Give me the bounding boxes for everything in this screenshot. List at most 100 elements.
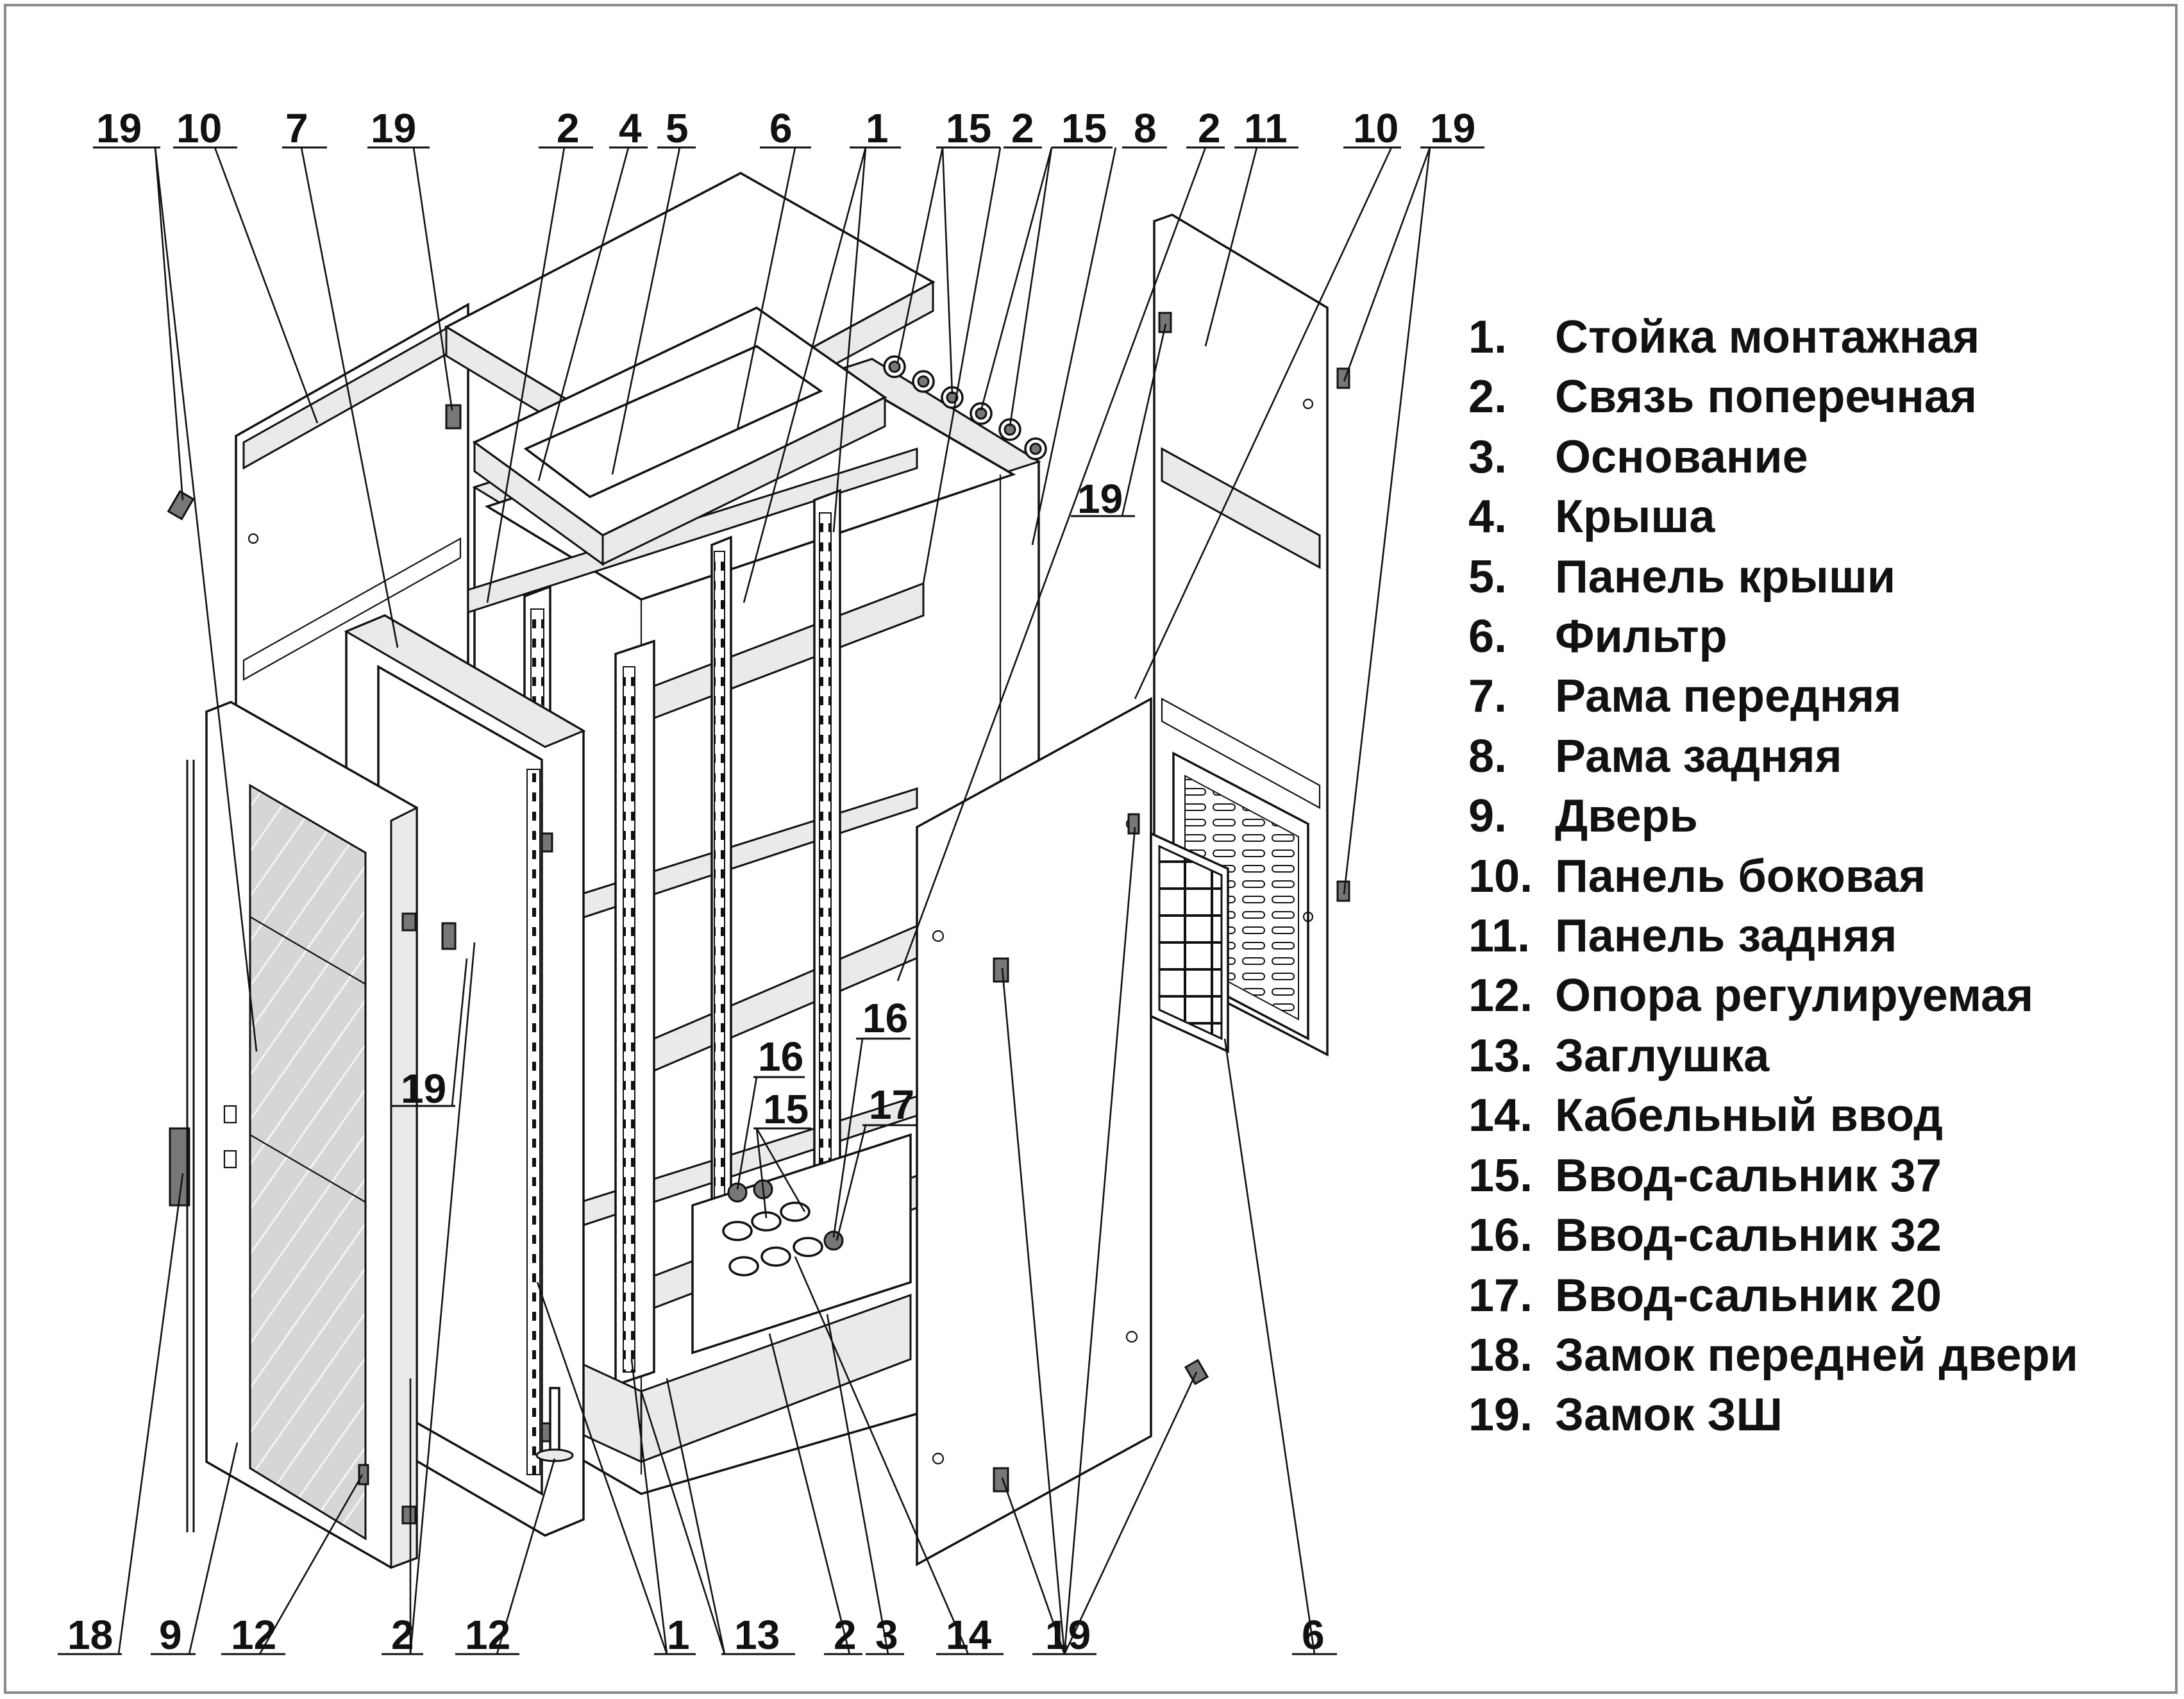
- callout-mid-15: 15: [763, 1086, 809, 1132]
- callouts-top: 19 10 7 19 2 4 5 6 1 15 2 15 8 2 11 10 1…: [93, 105, 1484, 151]
- legend-item-9: 9. Дверь: [1468, 787, 2078, 846]
- side-panel-right: [916, 697, 1209, 1566]
- callout-top-3: 7: [285, 105, 308, 151]
- legend-num: 2.: [1468, 371, 1508, 423]
- legend-item-7: 7. Рама передняя: [1468, 667, 2078, 726]
- front-door: [169, 701, 418, 1569]
- callout-bottom-14: 14: [946, 1612, 992, 1658]
- callout-bottom-1: 1: [667, 1612, 690, 1658]
- callouts-bottom: 18 9 12 2 12 1 13 2 3 14 19 6: [58, 1612, 1337, 1658]
- callout-top-15: 11: [1244, 105, 1288, 151]
- callout-bottom-9: 9: [159, 1612, 182, 1658]
- legend-item-14: 14. Кабельный ввод: [1468, 1086, 2078, 1146]
- legend-item-3: 3. Основание: [1468, 428, 2078, 487]
- legend-text: Рама задняя: [1555, 730, 1842, 782]
- legend-num: 6.: [1468, 611, 1508, 663]
- callout-top-10: 15: [946, 105, 991, 151]
- legend-text: Кабельный ввод: [1555, 1090, 1943, 1142]
- parts-legend: 1. Стойка монтажная 2.Связь поперечная 3.…: [1468, 308, 2078, 1446]
- legend-num: 19.: [1468, 1389, 1533, 1441]
- legend-item-15: 15. Ввод-сальник 37: [1468, 1146, 2078, 1206]
- legend-item-4: 4. Крыша: [1468, 487, 2078, 547]
- legend-item-2: 2.Связь поперечная: [1468, 367, 2078, 427]
- legend-text: Фильтр: [1555, 611, 1727, 663]
- legend-item-10: 10. Панель боковая: [1468, 847, 2078, 907]
- cabinet-frame: [467, 358, 1041, 1495]
- callout-bottom-12a: 12: [231, 1612, 276, 1658]
- legend-num: 17.: [1468, 1269, 1533, 1321]
- callout-mid-17: 17: [869, 1082, 914, 1128]
- legend-item-18: 18. Замок передней двери: [1468, 1326, 2078, 1385]
- legend-num: 15.: [1468, 1150, 1533, 1201]
- legend-text: Заглушка: [1555, 1030, 1770, 1082]
- callout-mid-19-left: 19: [401, 1066, 446, 1112]
- legend-num: 14.: [1468, 1090, 1533, 1142]
- legend-item-6: 6. Фильтр: [1468, 607, 2078, 667]
- callout-top-11: 2: [1011, 105, 1034, 151]
- legend-text: Ввод-сальник 32: [1555, 1210, 1942, 1262]
- legend-text: Замок передней двери: [1555, 1329, 2078, 1381]
- legend-text: Основание: [1555, 431, 1808, 483]
- legend-text: Дверь: [1555, 791, 1698, 842]
- callout-top-8: 6: [769, 105, 793, 151]
- legend-text: Рама передняя: [1555, 671, 1902, 723]
- legend-num: 11.: [1468, 910, 1531, 962]
- legend-num: 5.: [1468, 551, 1508, 603]
- legend-text: Панель боковая: [1555, 850, 1926, 902]
- legend-num: 10.: [1468, 850, 1533, 902]
- legend-text: Ввод-сальник 37: [1555, 1150, 1942, 1201]
- callout-top-2: 10: [176, 105, 222, 151]
- callout-mid-16-left: 16: [758, 1034, 803, 1080]
- legend-text: Ввод-сальник 20: [1555, 1269, 1942, 1321]
- legend-num: 7.: [1468, 671, 1508, 723]
- callouts-mid: 19 19 16 16 15 17: [391, 476, 1135, 1132]
- callout-bottom-19: 19: [1045, 1612, 1091, 1658]
- legend-item-12: 12. Опора регулируемая: [1468, 966, 2078, 1026]
- callout-top-5: 2: [557, 105, 580, 151]
- legend-num: 18.: [1468, 1329, 1533, 1381]
- callout-bottom-2a: 2: [391, 1612, 414, 1658]
- callout-bottom-18: 18: [67, 1612, 113, 1658]
- legend-num: 12.: [1468, 970, 1533, 1022]
- rear-panel: [1150, 213, 1350, 1057]
- legend-item-16: 16. Ввод-сальник 32: [1468, 1206, 2078, 1266]
- legend-num: 16.: [1468, 1210, 1533, 1262]
- callout-top-14: 2: [1198, 105, 1221, 151]
- legend-num: 8.: [1468, 730, 1508, 782]
- callout-top-16: 10: [1353, 105, 1399, 151]
- legend-item-13: 13. Заглушка: [1468, 1026, 2078, 1086]
- legend-text: Стойка монтажная: [1555, 312, 1980, 363]
- legend-num: 13.: [1468, 1030, 1533, 1082]
- callout-bottom-6: 6: [1302, 1612, 1325, 1658]
- callout-top-1: 19: [96, 105, 142, 151]
- drawing-frame: [4, 4, 2178, 1694]
- leader-lines: [117, 147, 1431, 1655]
- callout-top-9: 1: [866, 105, 889, 151]
- callout-bottom-2b: 2: [834, 1612, 857, 1658]
- callout-bottom-12b: 12: [465, 1612, 510, 1658]
- loose-lock-19: [167, 490, 195, 521]
- callout-mid-16-right: 16: [862, 995, 908, 1041]
- legend-text: Опора регулируемая: [1555, 970, 2034, 1022]
- legend-item-1: 1. Стойка монтажная: [1468, 308, 2078, 367]
- legend-num: 3.: [1468, 431, 1508, 483]
- legend-item-11: 11.Панель задняя: [1468, 907, 2078, 966]
- adjustable-foot: [358, 1387, 574, 1486]
- callout-bottom-13: 13: [734, 1612, 780, 1658]
- roof-assembly: [444, 172, 1047, 566]
- callout-top-13: 8: [1134, 105, 1157, 151]
- callout-top-4: 19: [371, 105, 416, 151]
- callout-top-6: 4: [619, 105, 642, 151]
- legend-text: Замок ЗШ: [1555, 1389, 1783, 1441]
- legend-text: Крыша: [1555, 491, 1715, 543]
- legend-num: 4.: [1468, 491, 1508, 543]
- legend-item-17: 17. Ввод-сальник 20: [1468, 1266, 2078, 1326]
- callout-top-7: 5: [666, 105, 689, 151]
- legend-text: Панель крыши: [1555, 551, 1896, 603]
- callout-top-12: 15: [1061, 105, 1107, 151]
- legend-item-8: 8. Рама задняя: [1468, 727, 2078, 787]
- legend-num: 1.: [1468, 312, 1508, 363]
- legend-item-19: 19. Замок ЗШ: [1468, 1385, 2078, 1445]
- legend-num: 9.: [1468, 791, 1508, 842]
